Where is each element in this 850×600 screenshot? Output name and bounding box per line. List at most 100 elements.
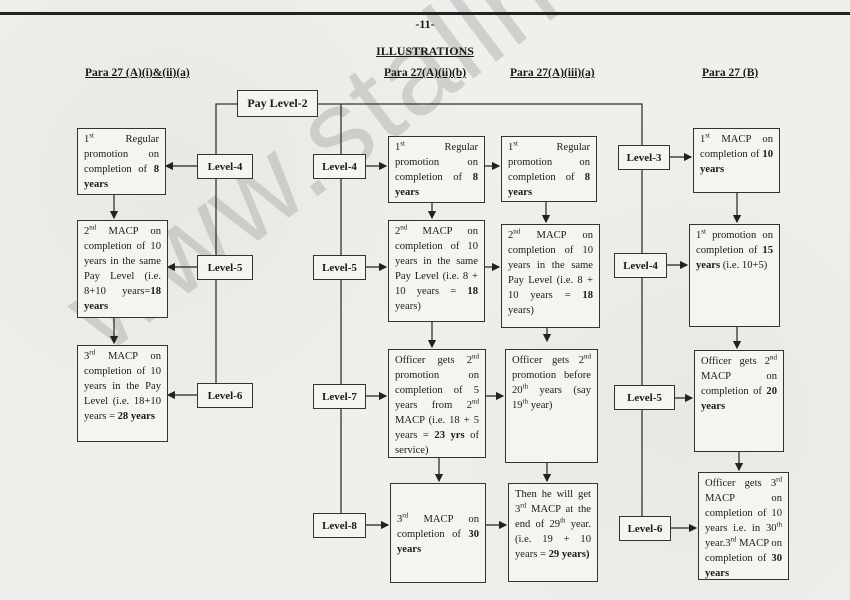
text: 2 [84,226,90,237]
bold-text: 8 years [395,172,478,198]
text: 1 [700,134,706,145]
page-title: ILLUSTRATIONS [376,44,474,58]
step-box-d-2: 1st promotion on completion of 15 years … [689,224,780,327]
bold-text: 28 years [117,411,155,422]
superscript: nd [770,353,777,362]
header-para-27-a-i-ii-a: Para 27 (A)(i)&(ii)(a) [85,67,190,79]
step-box-c-3: Officer gets 2nd promotion before 20th y… [505,349,598,463]
level-box-level-8: Level-8 [313,513,366,538]
level-box-level-7: Level-7 [313,384,366,409]
level-box-level-5: Level-5 [614,385,675,410]
bold-text: 8 years [84,164,159,190]
superscript: th [776,520,782,529]
text: promotion on completion of [696,230,773,256]
text: 2 [395,226,401,237]
text: 3 [397,514,403,525]
text: MACP on completion of 10 years in the sa… [84,226,161,297]
text: MACP on completion of 10 years in the sa… [395,226,478,297]
level-box-level-6: Level-6 [619,516,671,541]
pay-level-2-box: Pay Level-2 [237,90,318,117]
bold-text: 29 years) [548,549,590,560]
superscript: nd [472,397,479,406]
step-box-d-1: 1st MACP on completion of 10 years [693,128,780,193]
level-box-level-6: Level-6 [197,383,253,408]
level-box-level-5: Level-5 [197,255,253,280]
text: Regular promotion on completion of [84,134,159,175]
text: 2 [508,230,514,241]
step-box-b-4: 3rd MACP on completion of 30 years [390,483,486,583]
superscript: th [522,397,529,406]
bold-text: 18 [467,286,478,297]
step-box-b-1: 1st Regular promotion on completion of 8… [388,136,485,203]
superscript: rd [776,475,782,484]
text: MACP on completion of 10 years in the sa… [508,230,593,301]
bold-text: 18 [582,290,593,301]
text: 1 [696,230,702,241]
text: years) [508,305,534,316]
text: promotion on completion of 5 years from … [395,370,479,411]
superscript: rd [520,501,527,510]
text: MACP on completion of [397,514,479,540]
superscript: st [89,131,94,140]
text: year.(i.e. 19 + 10 years = [515,519,591,560]
text: MACP on completion of 10 years i.e. in 3… [705,493,782,534]
level-box-level-3: Level-3 [618,145,670,170]
superscript: nd [584,352,591,361]
superscript: th [522,382,529,391]
text: Then he will get 3 [515,489,591,515]
superscript: rd [89,348,96,357]
superscript: nd [513,227,521,236]
superscript: nd [400,223,408,232]
text: 1 [84,134,90,145]
text: of service) [395,430,479,456]
text: years) [395,301,421,312]
superscript: st [705,131,710,140]
bold-text: 23 yrs [434,430,465,441]
level-box-level-4: Level-4 [313,154,366,179]
text: year.3 [705,538,731,549]
text: MACP on completion of [700,134,773,160]
bold-text: 30 years [705,553,782,579]
bold-text: 18 years [84,286,161,312]
superscript: rd [730,535,737,544]
text: Regular promotion on completion of [508,142,590,183]
step-box-d-4: Officer gets 3rd MACP on completion of 1… [698,472,789,580]
text: Officer gets 2 [512,355,584,366]
superscript: st [701,227,706,236]
step-box-c-1: 1st Regular promotion on completion of 8… [501,136,597,202]
bold-text: 20 years [701,386,777,412]
step-box-b-3: Officer gets 2nd promotion on completion… [388,349,486,458]
superscript: st [400,139,405,148]
step-box-a-1: 1st Regular promotion on completion of 8… [77,128,166,195]
text: MACP on completion of [705,538,782,564]
step-box-a-3: 3rd MACP on completion of 10 years in th… [77,345,168,442]
header-para-27-a-ii-b: Para 27(A)(ii)(b) [384,67,467,79]
step-box-c-2: 2nd MACP on completion of 10 years in th… [501,224,600,328]
step-box-a-2: 2nd MACP on completion of 10 years in th… [77,220,168,318]
text: Officer gets 2 [395,355,472,366]
step-box-b-2: 2nd MACP on completion of 10 years in th… [388,220,485,322]
level-box-level-5: Level-5 [313,255,366,280]
text: 1 [508,142,514,153]
top-rule [0,12,850,15]
text: year) [528,400,553,411]
bold-text: 8 years [508,172,590,198]
text: Regular promotion on completion of [395,142,478,183]
text: Officer gets 3 [705,478,777,489]
text: years (say 19 [512,385,591,411]
text: MACP at the end of 29 [515,504,591,530]
page-number: -11- [415,17,435,31]
text: MACP (i.e. 18 + 5 years = [395,415,479,441]
superscript: rd [402,511,409,520]
text: Officer gets 2 [701,356,770,367]
superscript: nd [89,223,97,232]
step-box-d-3: Officer gets 2nd MACP on completion of 2… [694,350,784,452]
step-box-c-4: Then he will get 3rd MACP at the end of … [508,483,598,582]
text: (i.e. 10+5) [720,260,768,271]
text: 3 [84,351,90,362]
text: MACP on completion of 10 years in the Pa… [84,351,161,422]
page-title-wrap: ILLUSTRATIONS [0,42,850,60]
superscript: nd [472,352,479,361]
superscript: th [560,516,566,525]
